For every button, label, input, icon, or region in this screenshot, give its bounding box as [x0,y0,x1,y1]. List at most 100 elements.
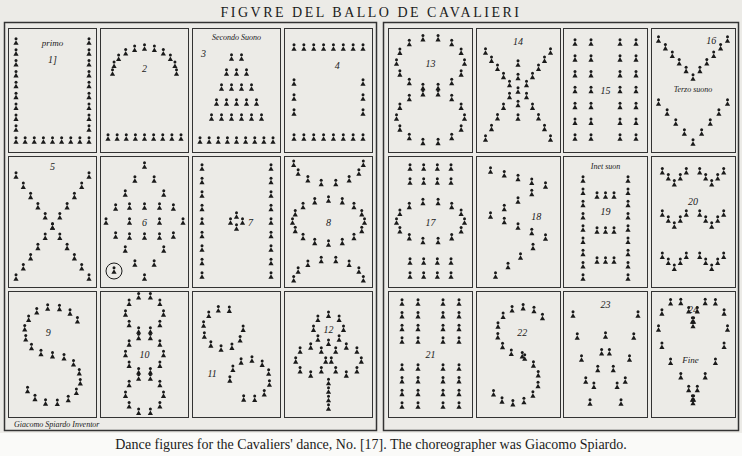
dancer-head [532,360,535,363]
dancer-head [458,298,461,301]
dancer-head [532,306,535,309]
figure-panel: 18 [476,156,561,288]
figure-number: 18 [531,211,541,222]
dancer-head [182,217,185,220]
figure-panel: 11 [192,291,281,418]
dancer-mark [208,343,213,348]
dancer-head [503,204,506,207]
dancer-head [637,310,640,313]
dancer-mark [216,139,221,144]
figure-number: 16 [706,35,716,46]
dancer-head [596,226,599,229]
dancer-head [360,209,363,212]
dancer-head [201,244,204,247]
dancer-figure [290,159,367,282]
dancer-head [537,64,540,67]
dancer-head [230,113,233,116]
dancer-head [422,271,425,274]
dancer-head [508,80,511,83]
dancer-head [309,342,312,345]
dancer-head [437,138,440,141]
dancer-head [330,356,333,359]
dancer-head [417,298,420,301]
dancer-mark [312,200,317,205]
dancer-head [362,43,365,46]
dancer-mark [201,323,206,328]
dancer-head [128,232,131,235]
dancer-mark [152,262,157,267]
dancer-head [496,64,499,67]
dancer-head [679,298,682,301]
dancer-mark [543,184,548,189]
dancer-mark [633,73,638,78]
dancer-head [574,86,577,89]
dancer-mark [319,369,324,374]
dancer-head [299,366,302,369]
dancer-mark [86,276,91,281]
dancer-head [306,260,309,263]
dancer-mark [301,136,306,141]
dancer-head [293,108,296,111]
dancer-head [660,308,663,311]
dancer-mark [580,178,585,183]
dancer-head [88,37,91,40]
dancer-mark [293,229,298,234]
figure-number: 5 [50,161,55,172]
dancer-mark [293,212,298,217]
dancer-head [162,390,165,393]
dancer-mark [116,57,121,62]
dancer-mark [703,375,708,380]
dancer-mark [440,327,445,332]
dancer-head [153,45,156,48]
dancer-head [596,365,599,368]
dancer-mark [161,248,166,253]
dancer-head [421,89,424,92]
dancer-mark [75,319,80,324]
dancer-head [149,333,152,336]
dancer-mark [254,101,259,106]
dancer-mark [721,170,726,175]
dancer-head [201,258,204,261]
figure-number: 14 [513,36,523,47]
dancer-mark [86,116,91,121]
dancer-head [320,366,323,369]
dancer-mark [684,212,689,217]
dancer-mark [670,53,675,58]
dancer-mark [690,141,695,146]
dancer-mark [13,127,18,132]
dancer-mark [61,356,66,361]
dancer-head [220,113,223,116]
dancer-mark [34,310,39,315]
dancer-mark [659,311,664,316]
dancer-head [517,100,520,103]
dancer-mark [459,105,464,110]
dancer-head [661,252,664,255]
dancer-mark [625,276,630,281]
dancer-mark [456,404,461,409]
dancer-mark [407,274,412,279]
dancer-mark [531,309,536,314]
dancer-mark [297,349,302,354]
dancer-mark [35,205,40,210]
dancer-head [502,72,505,75]
figure-panel: 22 [476,291,561,418]
dancer-mark [65,205,70,210]
dancer-figure [22,303,83,406]
dancer-head [158,217,161,220]
dancer-head [523,353,526,356]
dancer-mark [351,205,356,210]
dancer-mark [572,136,577,141]
dancer-head [172,231,175,234]
figure-panel: 12 [284,291,373,418]
dancer-head [726,324,729,327]
dancer-mark [86,105,91,110]
dancer-mark [518,255,523,260]
dancer-head [685,209,688,212]
dancer-mark [111,63,116,68]
dancer-head [517,196,520,199]
dancer-head [341,238,344,241]
dancer-mark [234,71,239,76]
dancer-head [124,189,127,192]
dancer-mark [459,127,464,132]
dancer-head [201,204,204,207]
